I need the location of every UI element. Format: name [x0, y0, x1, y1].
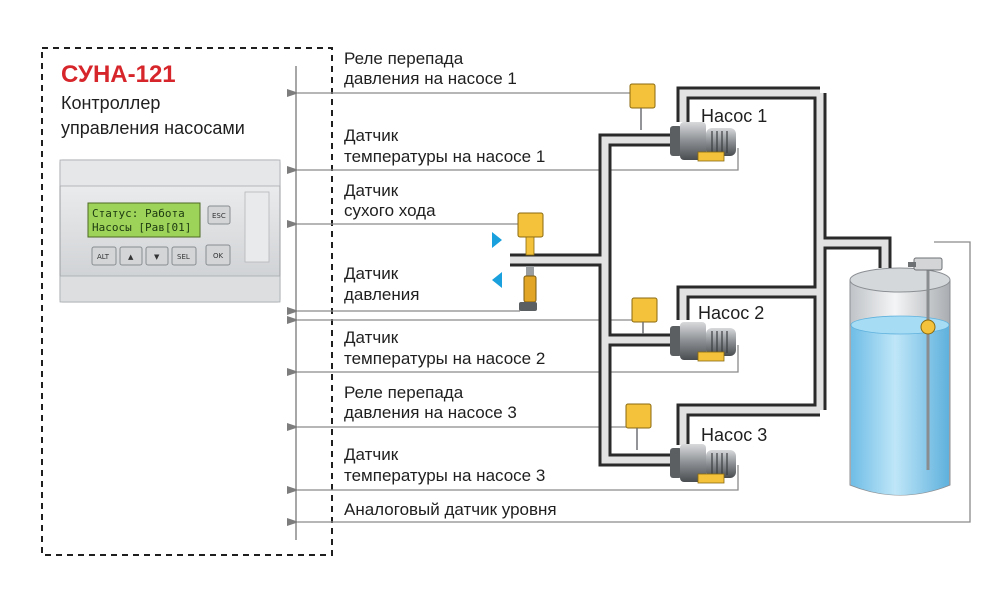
pump-2 — [669, 321, 737, 362]
label-pressure-line2: давления — [344, 285, 419, 304]
lcd-line1: Статус: Работа — [92, 207, 185, 220]
controller-device: Статус: Работа Насосы [Рав[01] ALT ▲ ▼ S… — [59, 159, 281, 303]
label-temp-pump1-line2: температуры на насосе 1 — [344, 147, 545, 166]
water-tank — [849, 257, 951, 496]
up-button-label: ▲ — [128, 253, 134, 261]
label-dry-run-line2: сухого хода — [344, 201, 436, 220]
label-relay-pump3-line2: давления на насосе 3 — [344, 403, 517, 422]
label-temp-pump2-line1: Датчик — [344, 328, 399, 347]
relay-sensor-pump3 — [625, 403, 652, 429]
label-temp-pump1-line1: Датчик — [344, 126, 399, 145]
relay-sensor-pump2 — [631, 297, 658, 323]
sel-button[interactable] — [171, 246, 197, 266]
dry-run-sensor — [517, 212, 544, 256]
esc-button[interactable] — [207, 205, 231, 225]
pump-2-label: Насос 2 — [698, 303, 764, 323]
pump-3-label: Насос 3 — [701, 425, 767, 445]
label-relay-pump3-line1: Реле перепада — [344, 383, 464, 402]
pump-3 — [669, 443, 737, 484]
pressure-sensor — [519, 266, 537, 311]
label-pressure-line1: Датчик — [344, 264, 399, 283]
down-button[interactable] — [145, 246, 169, 266]
ok-button[interactable] — [205, 244, 231, 266]
alt-button-label: ALT — [97, 253, 110, 261]
controller-subtitle-line2: управления насосами — [61, 118, 245, 138]
controller-boundary — [41, 47, 333, 556]
pipe-network — [510, 86, 892, 467]
controller-title: СУНА-121 — [61, 61, 176, 88]
ok-button-label: OK — [213, 252, 224, 260]
relay-sensor-pump1 — [629, 83, 656, 109]
tank-water — [851, 325, 949, 495]
flow-arrow-left-icon — [492, 272, 502, 288]
label-relay-pump1-line2: давления на насосе 1 — [344, 69, 517, 88]
esc-button-label: ESC — [212, 212, 226, 220]
lcd-screen — [87, 202, 201, 238]
up-button[interactable] — [119, 246, 143, 266]
label-temp-pump3-line1: Датчик — [344, 445, 399, 464]
pump-1-label: Насос 1 — [701, 106, 767, 126]
level-float — [920, 319, 936, 335]
label-relay-pump1-line1: Реле перепада — [344, 49, 464, 68]
pump-1 — [669, 121, 737, 162]
flow-arrow-right-icon — [492, 232, 502, 248]
label-temp-pump3-line2: температуры на насосе 3 — [344, 466, 545, 485]
sel-button-label: SEL — [177, 253, 190, 261]
label-level-sensor: Аналоговый датчик уровня — [344, 500, 557, 519]
label-dry-run-line1: Датчик — [344, 181, 399, 200]
lcd-line2: Насосы [Рав[01] — [92, 221, 191, 234]
signal-lines — [287, 89, 971, 526]
label-temp-pump2-line2: температуры на насосе 2 — [344, 349, 545, 368]
down-button-label: ▼ — [154, 253, 160, 261]
alt-button[interactable] — [91, 246, 117, 266]
controller-subtitle-line1: Контроллер — [61, 93, 160, 113]
level-sensor-head — [913, 257, 943, 271]
